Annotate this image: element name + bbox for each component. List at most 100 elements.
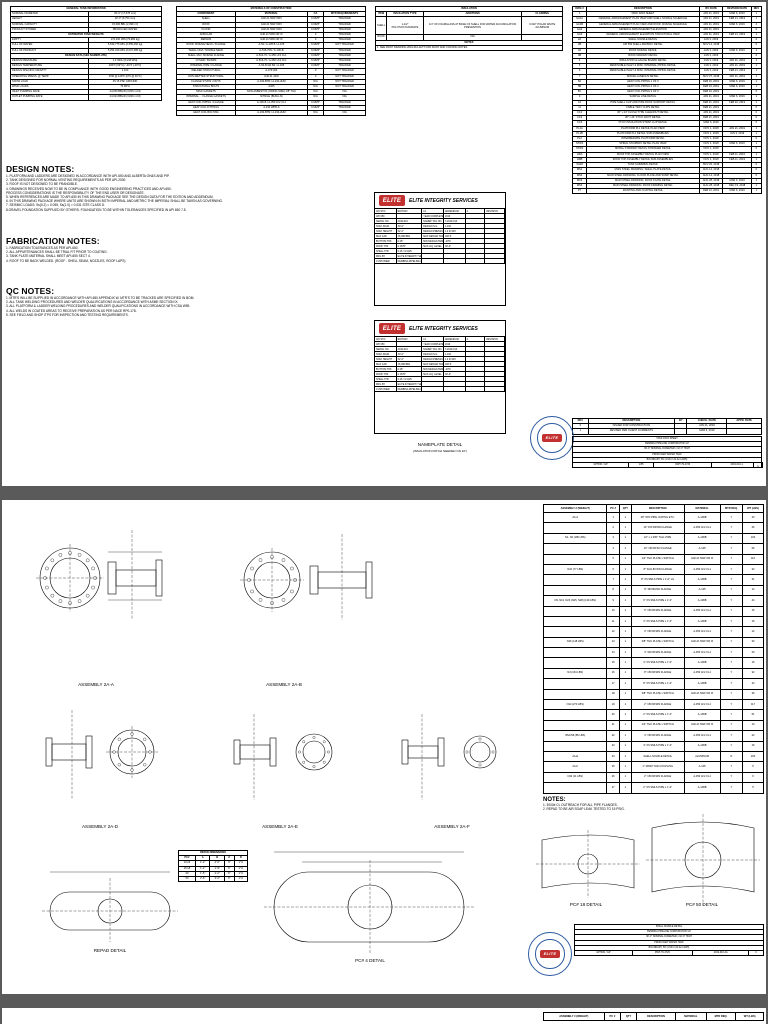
table-row: INSULATION [375, 5, 563, 13]
design-value: 24,000 BBL/D [3,815 m³/d] [88, 89, 162, 96]
nameplate-cell: 1.0 IN WC [444, 357, 466, 361]
bolt-hole [302, 760, 306, 764]
title2-client: PEMBINA PIPELINE CORPORATION LP [574, 929, 764, 936]
nameplate-cell [466, 372, 486, 376]
title2-drawn: GPHOD / GP [574, 949, 633, 957]
nameplate-cell: NOM. DIAM. [375, 352, 397, 356]
bom-cell: 3" 150 RFWN FLANGE [630, 626, 685, 638]
drawing-list-cell: 1 [750, 73, 763, 80]
drawing-list-cell: API 650 SHELL MANWAY DETAIL [586, 42, 700, 49]
qc-note-line: 5. SEE FIELD AND SHOP ITPS FOR INSPECTIO… [6, 312, 129, 317]
bom-cell: A-350 LF2 CL1 [683, 667, 721, 680]
bom-cell [542, 740, 608, 753]
assembly-2a-b-drawing [240, 534, 373, 620]
materials-cell: 0 [306, 31, 325, 39]
nameplate-cell [485, 382, 506, 386]
bom-cell: N10 (77 LBS) [542, 563, 608, 576]
drawing-list-cell: 1 [750, 84, 763, 91]
bom-header: WT (LBS) [742, 504, 764, 513]
bom-cell: Y [719, 522, 744, 534]
nameplate-cell: 2 [466, 209, 486, 213]
elite-logo: ELITE [379, 195, 405, 206]
materials-cell: 0.0625" [306, 58, 325, 65]
nameplate-cell: SERIAL NO. [375, 219, 397, 223]
revision-cell: JAN 21, 2019 [686, 423, 728, 430]
bom-cell: 10 [606, 605, 620, 617]
drawing-list-cell: 1 [750, 58, 763, 65]
bom-cell: N32 (11 LBS) [542, 771, 608, 784]
repad-cell: 2'-0" [209, 860, 225, 867]
bom-cell: Y [719, 553, 744, 565]
title2-service: PRODUCED WATER TANK [574, 939, 764, 946]
nameplate-cell: 12 [422, 337, 444, 341]
bom-cell: 1 [618, 771, 632, 784]
nameplate-cell: 1.0 IN WC [444, 229, 466, 233]
pc4-detail-label: PC# 4 DETAIL [355, 958, 385, 963]
bolt-hole [322, 740, 326, 744]
bom-cell: 1 [618, 584, 632, 597]
nameplate-cell: MAX LIQ. LEVEL [422, 372, 444, 376]
nameplate-cell [485, 367, 506, 371]
bom-cell: G40.21 50W OR IX [683, 719, 721, 732]
bom-cell: 117 [742, 699, 764, 711]
repad-header: B [209, 855, 225, 862]
drawing-list-cell: GENERAL ARRANGEMENT ELEVATION STRUCTURAL… [586, 31, 700, 39]
bom-cell: A-350 LF2 CL1 [683, 626, 721, 638]
bom-cell: 8" SCH 80 WN FLANGE [630, 563, 685, 576]
bom-cell: 1 [618, 511, 632, 524]
revision-header: CHECK / DATE [686, 417, 728, 425]
nameplate-cell: API STD [375, 337, 397, 341]
nameplate-cell [422, 382, 444, 386]
nameplate-cell [466, 254, 486, 258]
elite-logo-small: ELITE [539, 949, 560, 958]
weight-value: 5,254,019 LBS [2,007,489 kg] [88, 47, 162, 54]
bom-cell: 13 [606, 636, 620, 649]
drawing-list-header: DWG # [571, 5, 588, 13]
bom-cell: A-106B [683, 657, 721, 669]
bom-cell: 1 [606, 511, 620, 524]
nameplate-cell: -40°F [444, 367, 466, 371]
bom-cell [542, 543, 608, 555]
nameplate-cell: 1.100 [444, 352, 466, 356]
drawing-list-cell: 0 [750, 115, 763, 122]
bom-cell: 1 [618, 595, 632, 607]
drawing-list-cell: 1 [750, 94, 763, 101]
bom-cell: 32 [742, 667, 764, 680]
drawing-list-cell: ROOF TOP ASSEMBLY DETAIL SUB ASSEMBLIES [586, 156, 700, 164]
bom-cell: 1" 3000# THD COUPLING [630, 761, 685, 773]
nameplate-cell: NOM. DIAM. [375, 224, 397, 228]
qc-notes: QC NOTES: 1. MTR'S WILL BE SUPPLIED IN A… [6, 286, 366, 317]
assembly-2a-f-drawing [401, 714, 497, 800]
bolt-hole [281, 558, 286, 562]
repad-cell: 3'-6" [209, 875, 225, 883]
info-value: PRODUCED WATER [88, 26, 162, 34]
bom-cell: 43 [742, 511, 764, 524]
nameplate-cell [466, 347, 486, 351]
bom-cell: 27 [606, 782, 620, 794]
bom-cell: Y [719, 563, 744, 576]
bom-cell: Y [719, 626, 744, 638]
bolt-hole [50, 558, 55, 563]
nameplate-cell: YEAR COMPLETED [423, 214, 444, 218]
engineer-seal-icon: ELITE [528, 932, 572, 976]
drawing-list-cell: FEB 13, 2019 [698, 188, 724, 195]
